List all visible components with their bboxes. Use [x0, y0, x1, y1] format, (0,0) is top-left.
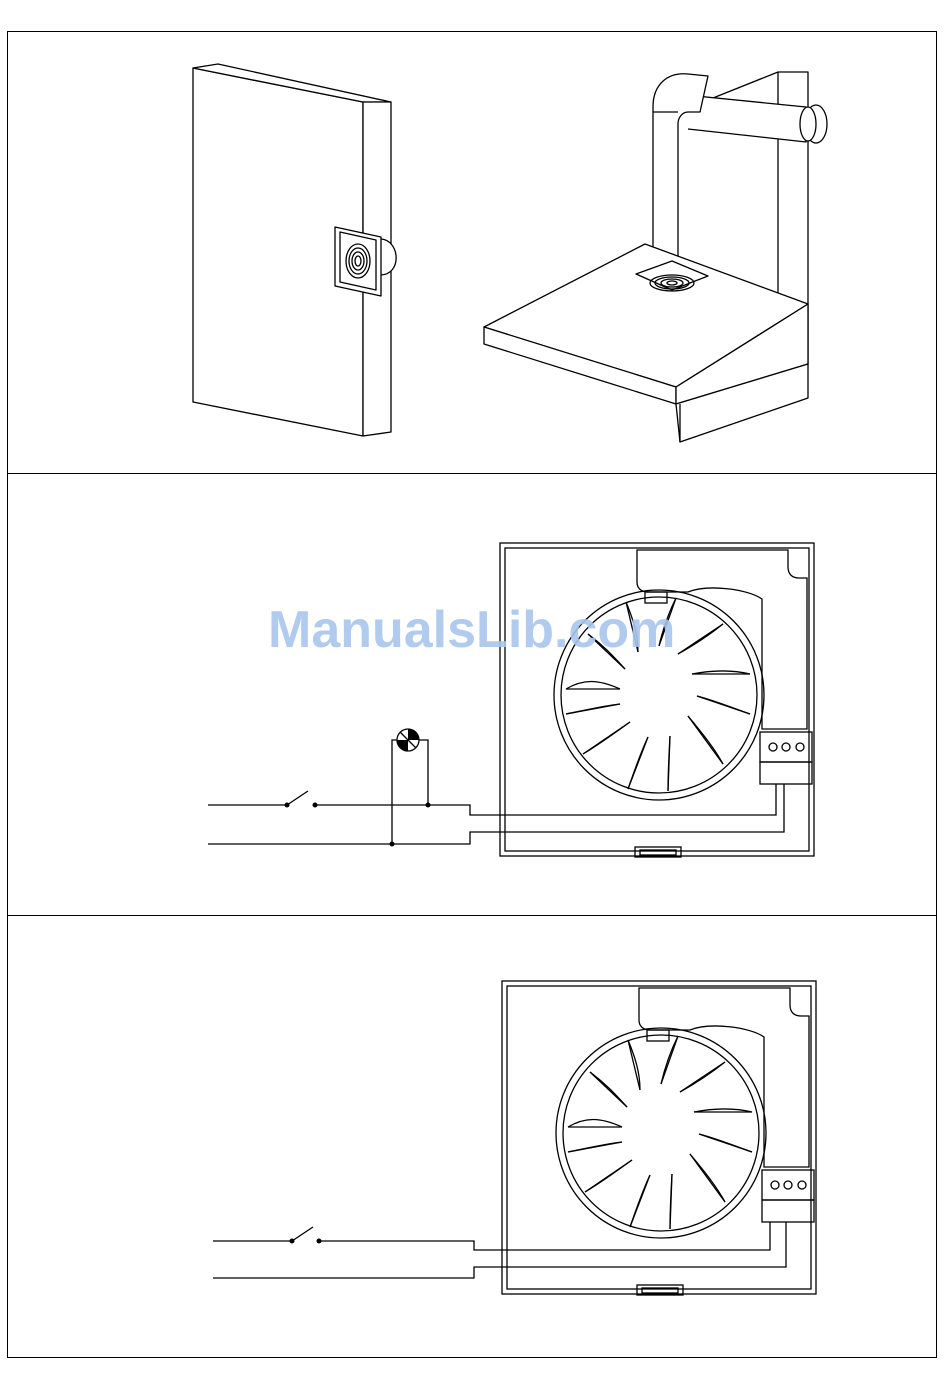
terminal-block: [760, 732, 812, 784]
mounting-illustrations: [8, 32, 936, 473]
terminal-block: [762, 1170, 814, 1222]
mounting-panel: [7, 31, 937, 474]
wall-mount-illustration: [193, 64, 396, 436]
fan-impeller: [556, 1028, 766, 1238]
wiring-diagram-switch: [8, 916, 936, 1357]
wiring-switch-panel: [7, 915, 937, 1358]
wiring-diagram-lamp: [8, 474, 936, 915]
ceiling-mount-illustration: [484, 72, 827, 442]
wiring-with-lamp-panel: [7, 473, 937, 916]
watermark-text: ManualsLib.com: [268, 600, 675, 660]
